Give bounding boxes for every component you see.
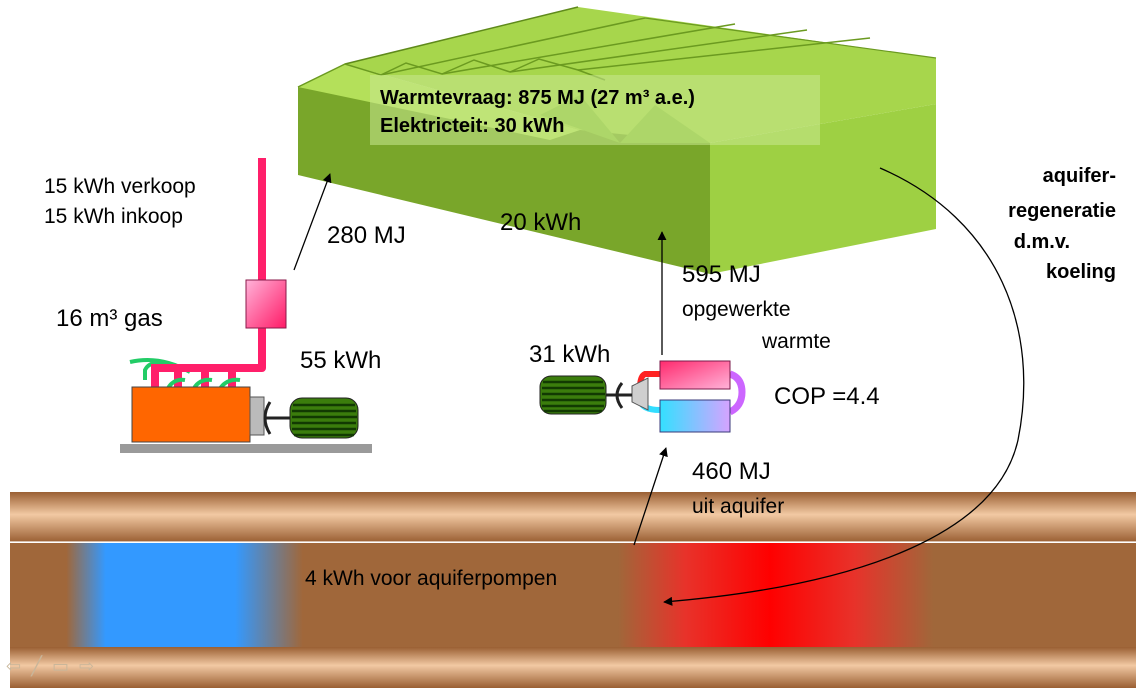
arrow-aquifer-heat (633, 447, 668, 546)
aquifer-heat-label: uit aquifer (692, 495, 785, 518)
regeneration-line3: d.m.v. (1013, 231, 1070, 253)
regeneration-line2: regeneratie (1008, 200, 1116, 222)
upper-soil-layer (10, 492, 1136, 542)
evaporator (659, 399, 731, 433)
arrow-left-icon[interactable]: ⇦ (6, 656, 22, 676)
greenhouse-electricity-label: 20 kWh (500, 209, 582, 236)
regeneration-line4: koeling (1045, 261, 1116, 283)
aquifer-heat-value: 460 MJ (692, 458, 771, 485)
chp-base (120, 444, 372, 453)
gas-engine (131, 386, 251, 443)
upgraded-heat-line2: warmte (762, 330, 831, 353)
greenhouse (297, 6, 937, 274)
arrow-aquifer-regeneration (663, 167, 1025, 606)
lower-soil-layer (10, 647, 1136, 688)
heat-pump (539, 360, 746, 433)
cop-label: COP =4.4 (774, 383, 880, 410)
upgraded-heat-value: 595 MJ (682, 261, 761, 288)
electricity-demand-label: Elektricteit: 30 kWh (380, 115, 565, 137)
menu-icon[interactable]: ▭ (51, 656, 69, 676)
heat-exchanger-box (245, 279, 287, 329)
heat-pipe (232, 158, 266, 372)
gas-label: 16 m³ gas (56, 305, 163, 332)
demand-label-panel (370, 75, 820, 145)
electricity-purchase-label: 15 kWh inkoop (44, 205, 183, 228)
compressor (631, 377, 649, 411)
chp-electricity-label: 55 kWh (300, 347, 382, 374)
pen-icon[interactable]: ╱ (31, 656, 42, 676)
heat-pump-electricity-label: 31 kWh (529, 341, 611, 368)
condenser (659, 360, 731, 390)
chp-heat-label: 280 MJ (327, 222, 406, 249)
aquifer-layer (10, 543, 1136, 647)
regeneration-line1: aquifer- (1042, 165, 1116, 187)
slide-navigation: ⇦ ╱ ▭ ⇨ (6, 656, 94, 677)
arrow-right-icon[interactable]: ⇨ (78, 656, 95, 676)
chp-unit (120, 158, 372, 453)
arrow-chp-heat (293, 173, 332, 271)
heat-demand-label: Warmtevraag: 875 MJ (27 m³ a.e.) (380, 87, 695, 109)
electricity-sale-label: 15 kWh verkoop (44, 175, 196, 198)
aquifer-pumps-label: 4 kWh voor aquiferpompen (305, 567, 558, 590)
upgraded-heat-line1: opgewerkte (682, 298, 791, 321)
